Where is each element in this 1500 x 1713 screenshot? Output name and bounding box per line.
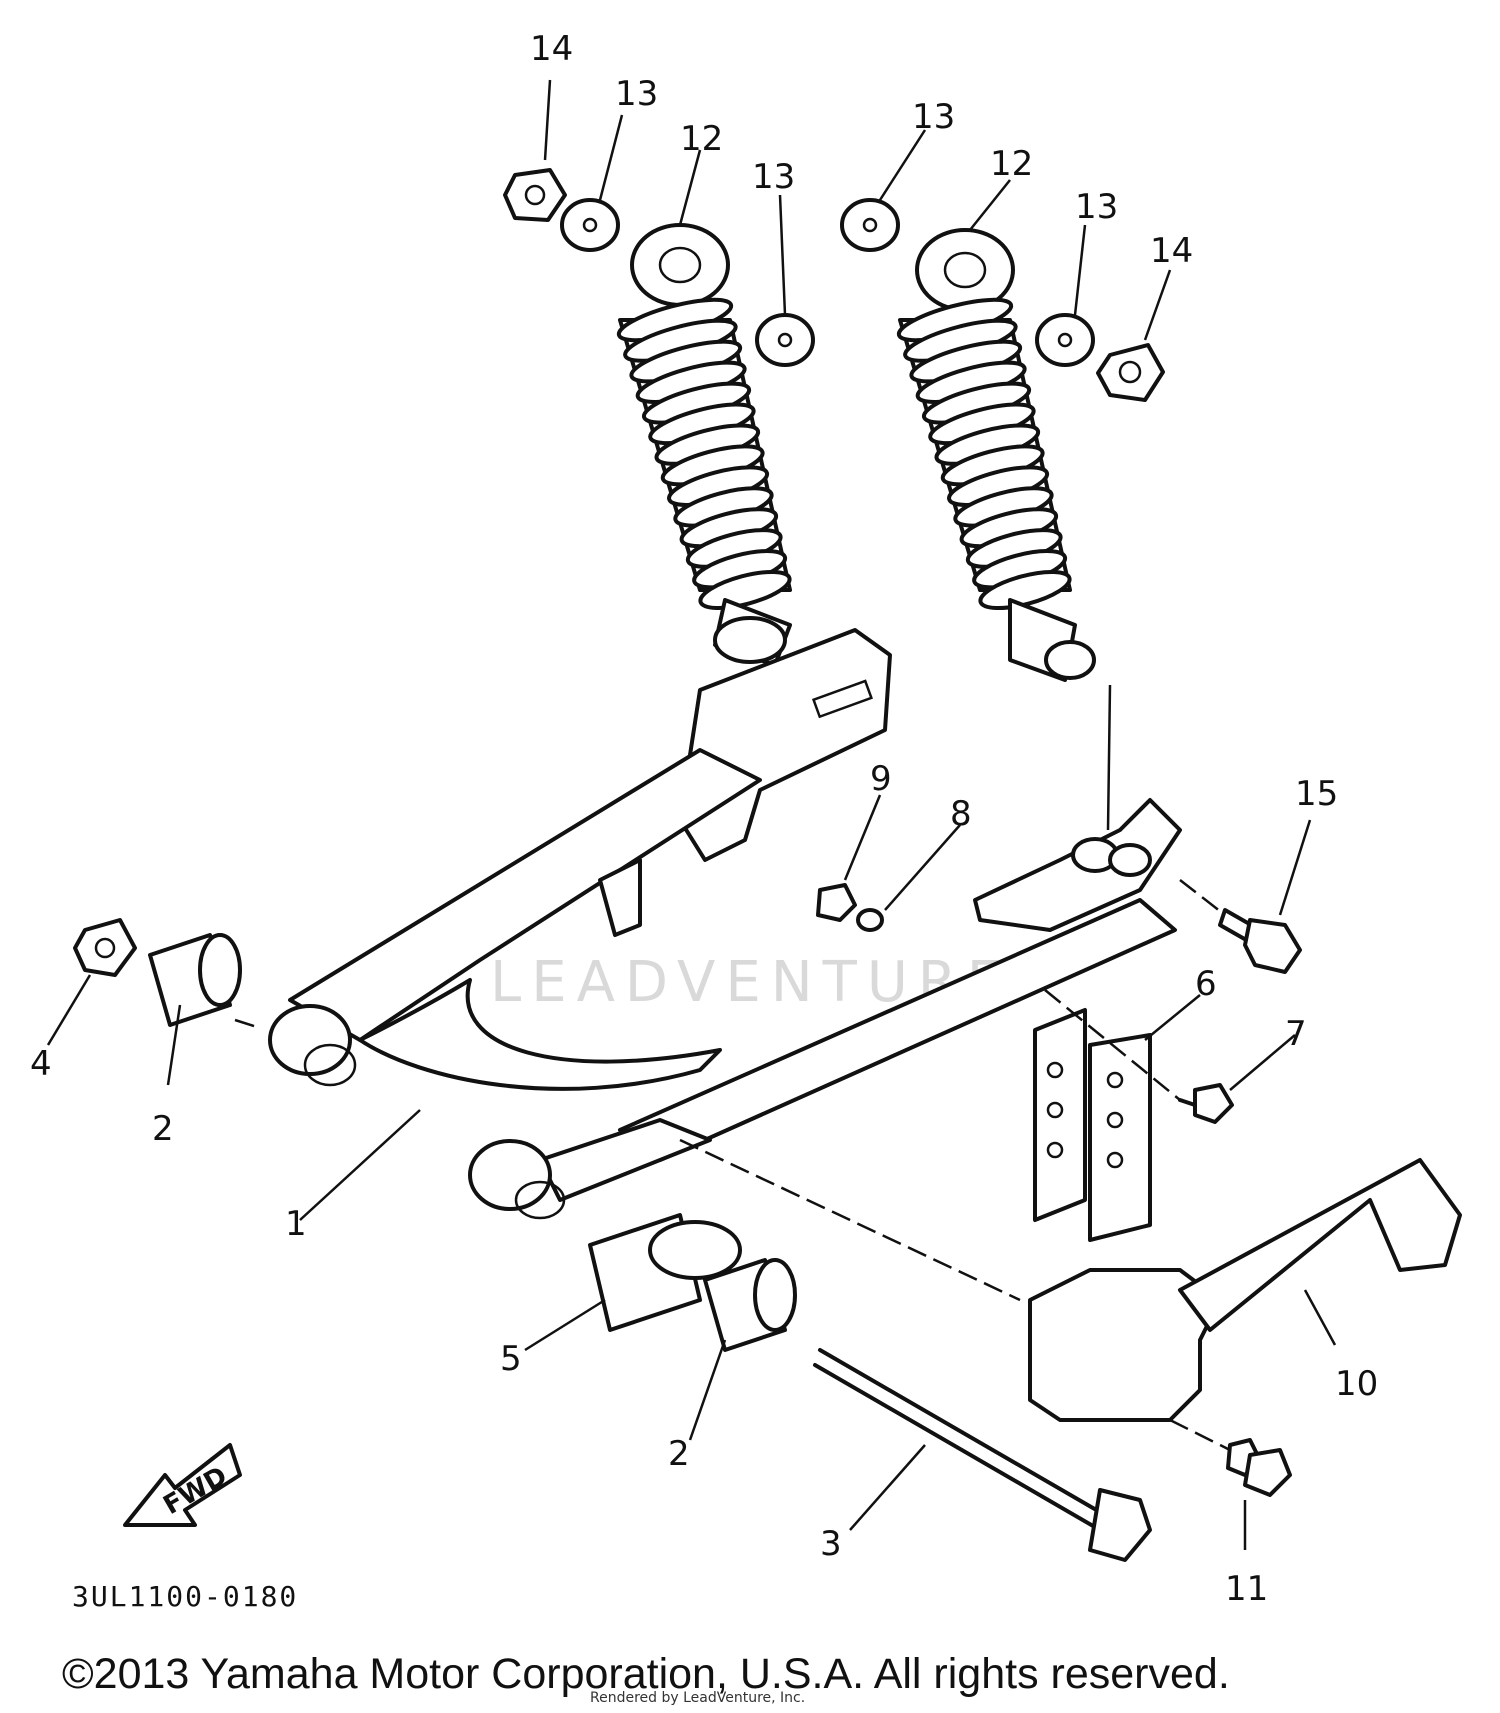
nut-top-left[interactable]	[503, 168, 567, 222]
callout-7: 7	[1285, 1014, 1307, 1054]
washer-small[interactable]	[856, 908, 884, 932]
pivot-shaft[interactable]	[813, 1348, 1152, 1562]
nut-small[interactable]	[816, 883, 857, 922]
callout-2-lower: 2	[668, 1434, 690, 1474]
callout-10: 10	[1335, 1364, 1378, 1404]
callout-8: 8	[950, 794, 972, 834]
callout-13-a: 13	[615, 74, 658, 114]
callout-5: 5	[500, 1339, 522, 1379]
forward-direction-arrow: FWD	[123, 1443, 242, 1527]
stand[interactable]	[1028, 1158, 1462, 1422]
bushing-lower[interactable]	[703, 1258, 797, 1352]
mounting-bracket[interactable]	[1033, 1008, 1152, 1242]
copyright-notice: ©2013 Yamaha Motor Corporation, U.S.A. A…	[62, 1650, 1230, 1698]
callout-13-b: 13	[752, 157, 795, 197]
callout-2-upper: 2	[152, 1109, 174, 1149]
callout-11: 11	[1225, 1569, 1268, 1609]
leader-lines	[46, 79, 1337, 1550]
bolt-shock[interactable]	[1218, 908, 1302, 974]
callout-13-d: 13	[1075, 187, 1118, 227]
callout-12-right: 12	[990, 144, 1033, 184]
callout-4: 4	[30, 1044, 52, 1084]
washer-b[interactable]	[755, 313, 815, 367]
callout-9: 9	[870, 759, 892, 799]
callout-14-right: 14	[1150, 231, 1193, 271]
callout-6: 6	[1195, 964, 1217, 1004]
diagram-code: 3UL1100-0180	[72, 1580, 299, 1613]
washer-c[interactable]	[840, 198, 900, 252]
washer-d[interactable]	[1035, 313, 1095, 367]
bushing-upper[interactable]	[148, 933, 242, 1027]
nut-top-right[interactable]	[1096, 343, 1165, 402]
callout-1: 1	[285, 1204, 307, 1244]
right-shock-absorber[interactable]	[895, 228, 1112, 831]
callout-15: 15	[1295, 774, 1338, 814]
collar[interactable]	[588, 1213, 742, 1332]
bolt-bracket[interactable]	[1178, 1083, 1234, 1124]
callout-numbers: 1 2 2 3 4 5 6 7 8 9 10 11 12 12 13 13 13…	[30, 29, 1378, 1609]
swing-arm[interactable]	[268, 628, 1182, 1220]
left-shock-absorber[interactable]	[615, 223, 793, 667]
callout-12-left: 12	[680, 119, 723, 159]
callout-14-left: 14	[530, 29, 573, 69]
washer-a[interactable]	[560, 198, 620, 252]
bolt-stand[interactable]	[1226, 1438, 1292, 1497]
callout-13-c: 13	[912, 97, 955, 137]
rendered-by-note: Rendered by LeadVenture, Inc.	[590, 1690, 806, 1706]
callout-3: 3	[820, 1524, 842, 1564]
nut-pivot[interactable]	[73, 918, 137, 977]
